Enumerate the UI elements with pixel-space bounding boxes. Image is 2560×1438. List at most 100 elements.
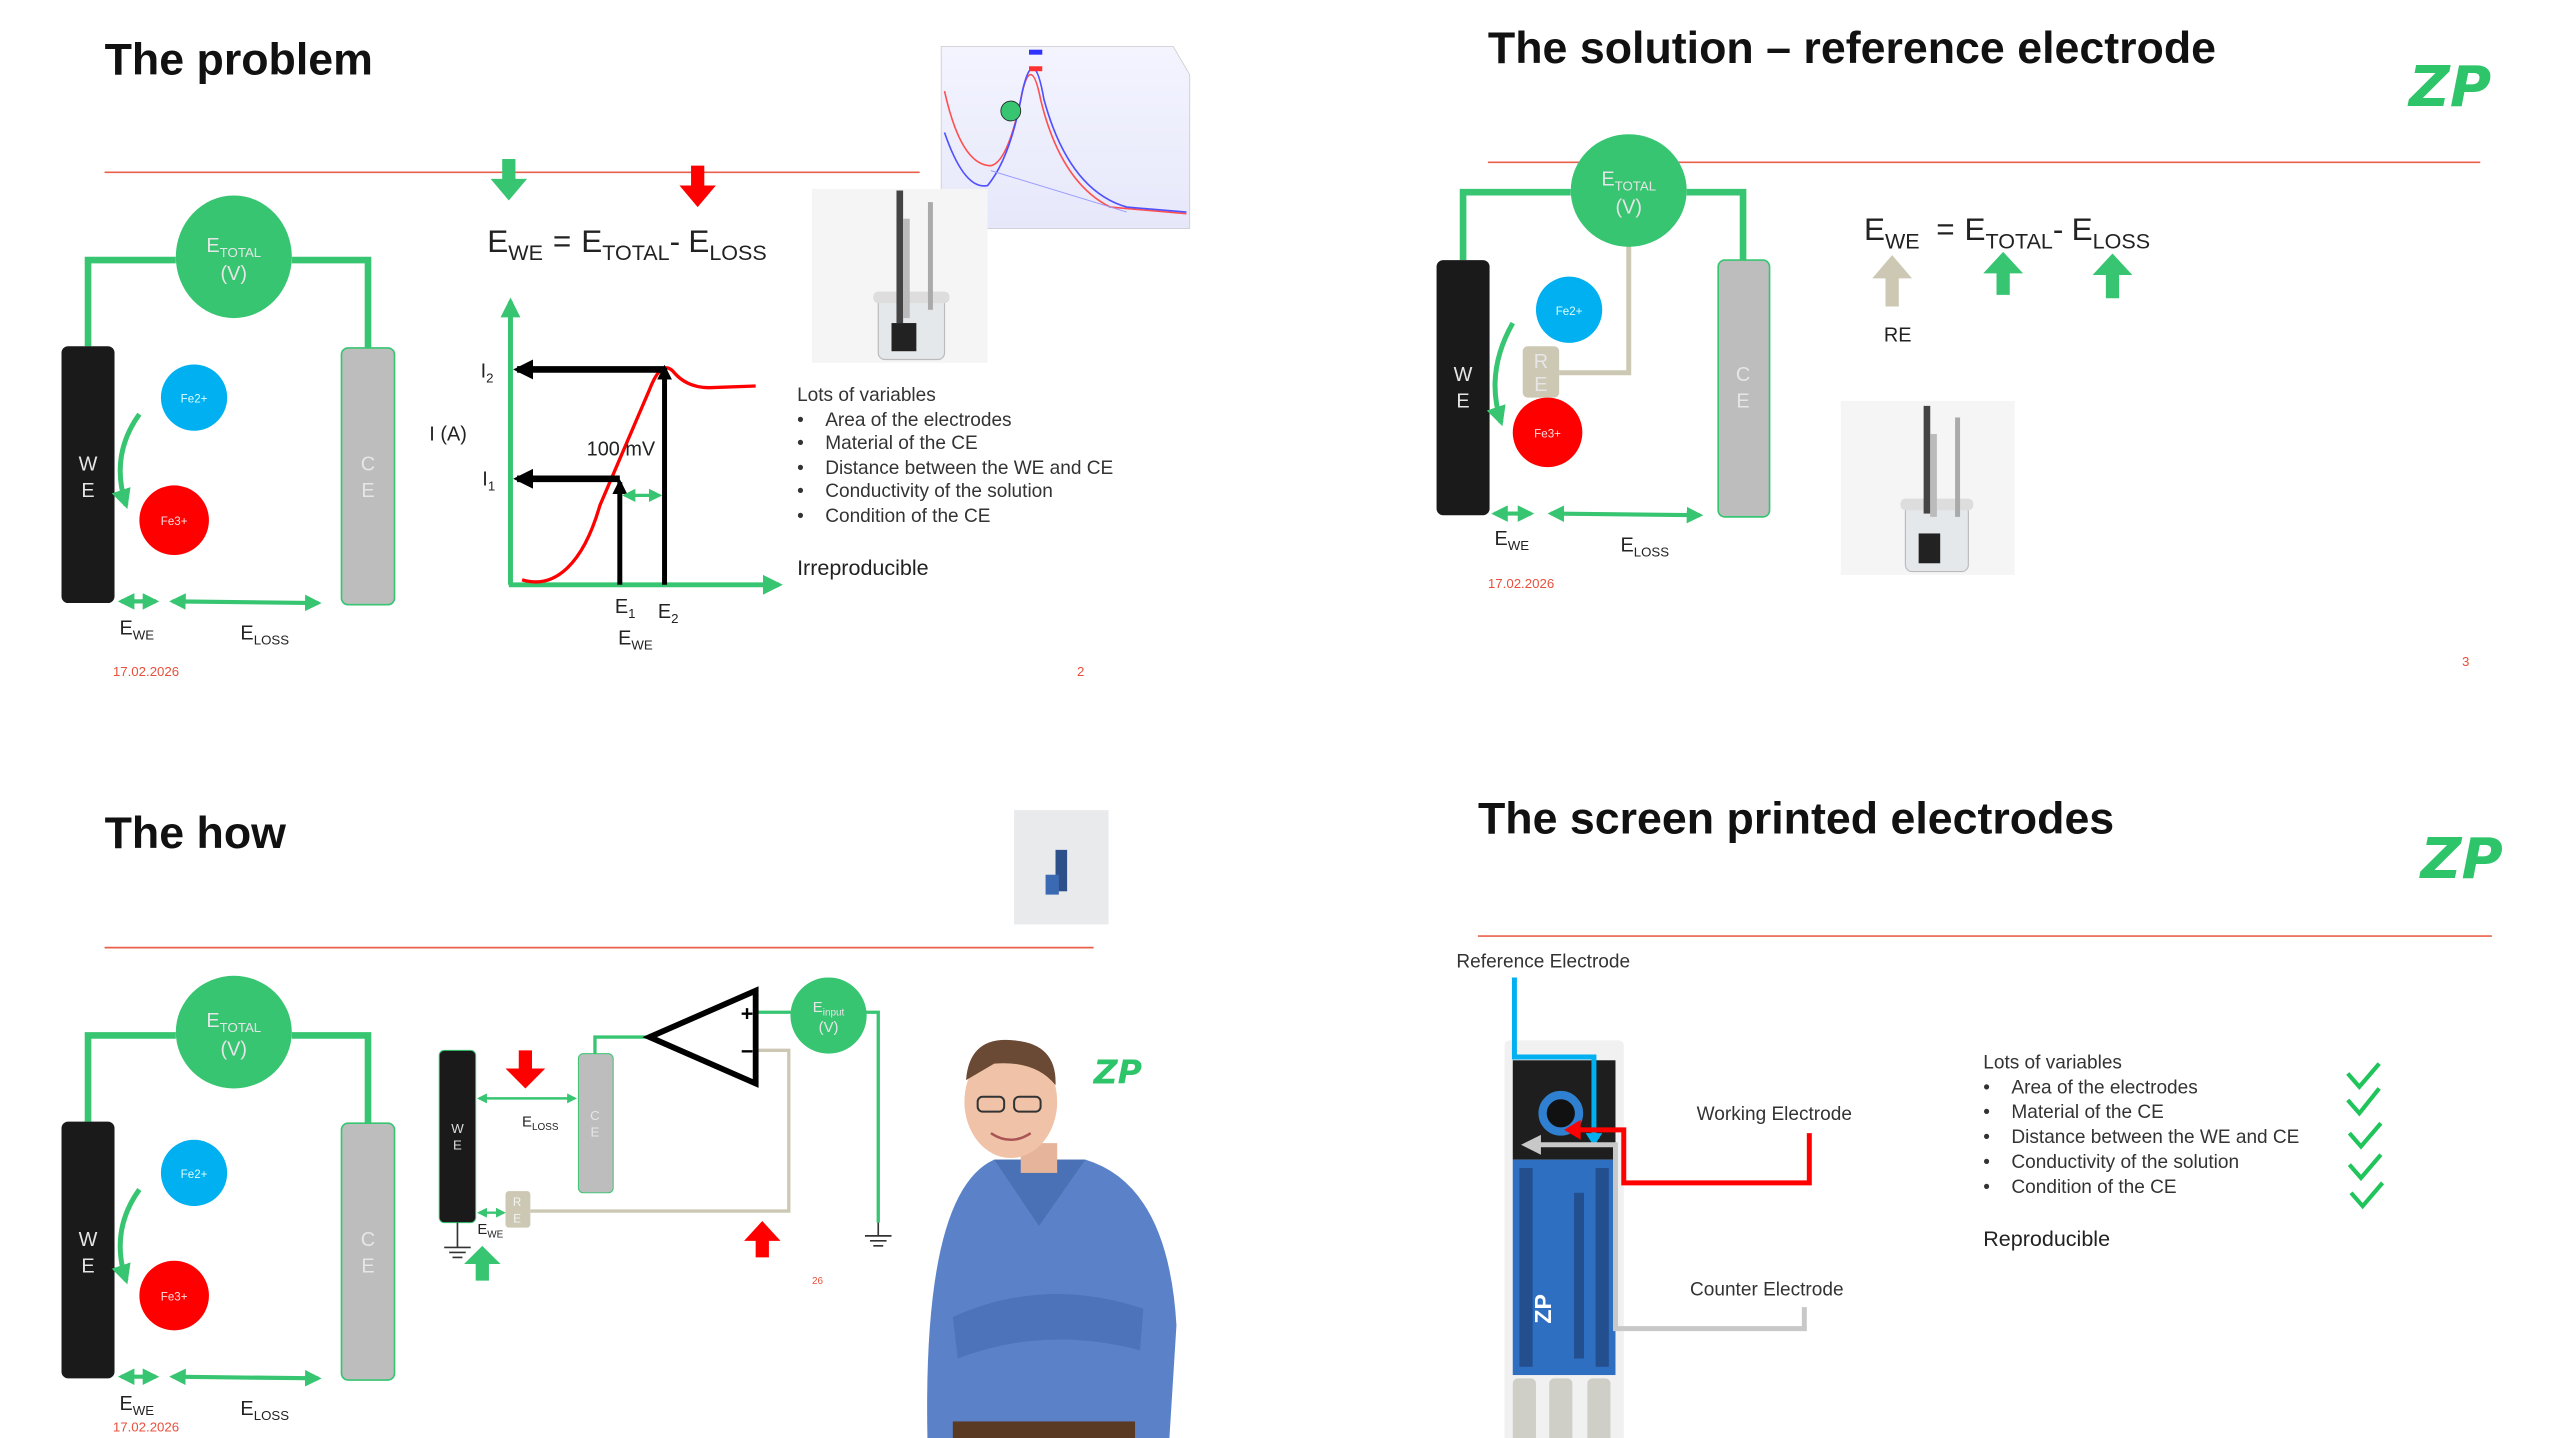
slide-the-how[interactable]: The how ETOTAL (V) W E C E Fe2+ Fe3+	[61, 809, 1177, 1438]
ce-letter: C	[1736, 364, 1750, 386]
y-axis-label: I (A)	[429, 424, 467, 446]
counter-electrode-label: Counter Electrode	[1690, 1280, 1844, 1301]
reference-electrode	[505, 1191, 531, 1228]
volts-label: (V)	[221, 1038, 247, 1060]
conclusion: Irreproducible	[797, 556, 929, 580]
list-item: •Area of the electrodes	[797, 410, 1012, 431]
check-icon	[2346, 1087, 2381, 1117]
op-amp	[642, 986, 759, 1088]
arrowhead-icon	[1585, 1133, 1603, 1147]
we-letter: E	[81, 1255, 94, 1277]
presenter-photo	[927, 1039, 1177, 1438]
plus-sign: +	[741, 1002, 754, 1026]
counter-electrode	[1717, 259, 1771, 518]
list-item: •Conductivity of the solution	[1983, 1152, 2239, 1173]
we-letter: W	[79, 453, 98, 475]
slide-the-problem[interactable]: The problem ETOTAL (V) W E C E Fe2+ Fe3+…	[61, 36, 1191, 679]
counter-electrode	[577, 1053, 614, 1194]
working-electrode-label: Working Electrode	[1697, 1104, 1852, 1125]
ground-icon	[444, 1222, 471, 1259]
zp-logo: ZP	[1093, 1052, 1142, 1091]
ce-letter: E	[361, 480, 374, 502]
counter-electrode	[340, 1122, 396, 1381]
eloss-label: ELOSS	[240, 1398, 289, 1423]
eloss-double-arrow-icon	[169, 593, 322, 612]
slide-title: The solution – reference electrode	[1488, 24, 2216, 73]
up-arrow-icon	[1872, 255, 1913, 307]
list-item: •Distance between the WE and CE	[797, 458, 1113, 479]
fe2-label: Fe2+	[181, 1169, 208, 1181]
fe2-label: Fe2+	[1556, 306, 1583, 318]
working-electrode	[61, 346, 115, 604]
equation: EWE=ETOTAL-ELOSS	[487, 224, 766, 265]
volts-label: (V)	[819, 1020, 839, 1036]
check-icon	[2347, 1153, 2383, 1182]
spe-thumbnail-photo	[1014, 810, 1109, 925]
conclusion: Reproducible	[1983, 1227, 2110, 1251]
up-arrow-icon	[744, 1220, 781, 1258]
etotal-label: ETOTAL	[206, 235, 261, 260]
slide-the-solution[interactable]: The solution – reference electrode ZP ET…	[1436, 24, 2492, 669]
three-electrode-circuit: ETOTAL (V) W E C E Fe2+ R E Fe3+ EWE ELO…	[1436, 134, 1771, 560]
ce-letter: E	[591, 1124, 600, 1139]
electrochemical-cell-photo	[811, 188, 988, 363]
slide-date: 17.02.2026	[1488, 576, 1554, 591]
variables-list: •Area of the electrodes •Material of the…	[797, 410, 1113, 527]
variables-heading: Lots of variables	[797, 385, 936, 406]
page-number: 2	[1077, 664, 1084, 679]
two-electrode-circuit: ETOTAL (V) W E C E Fe2+ Fe3+ EWE ELOSS	[61, 975, 396, 1423]
ewe-label: EWE	[119, 618, 154, 643]
up-arrow-icon	[2092, 253, 2133, 299]
i1-label: I1	[482, 468, 495, 493]
voltage-source	[175, 975, 292, 1089]
reference-electrode	[1522, 346, 1560, 398]
list-item: •Material of the CE	[797, 433, 978, 454]
page-number: 3	[2462, 654, 2469, 669]
slide-date: 17.02.2026	[113, 664, 179, 679]
current-potential-graph: I2 I1 I (A) 100 mV E1 E2 EWE	[429, 297, 783, 652]
fe3-label: Fe3+	[161, 1291, 188, 1303]
eloss-label: ELOSS	[240, 622, 289, 647]
electron-transfer-arrow-icon	[111, 412, 142, 510]
ce-letter: E	[361, 1255, 374, 1277]
einput-label: Einput	[813, 1000, 845, 1018]
eloss-label: ELOSS	[1620, 535, 1669, 560]
re-letter: R	[513, 1197, 521, 1209]
fe2-ion	[160, 364, 228, 431]
reference-pointer	[1511, 977, 1597, 1137]
working-electrode	[438, 1049, 477, 1224]
slide-screen-printed-electrodes[interactable]: The screen printed electrodes ZP Referen…	[1456, 794, 2503, 1438]
input-voltage-source	[790, 977, 867, 1054]
ce-letter: E	[1736, 391, 1749, 413]
zp-logo: ZP	[1530, 1294, 1556, 1324]
potentiostat-circuit: + − Einput (V) W E C E R E ELOSS EWE 26	[438, 977, 892, 1287]
checkmarks	[2346, 1062, 2385, 1210]
down-arrow-icon	[490, 159, 528, 201]
electron-transfer-arrow-icon	[1486, 321, 1515, 427]
fe2-label: Fe2+	[181, 394, 208, 406]
we-letter: W	[79, 1229, 98, 1251]
fe3-ion	[139, 1260, 209, 1331]
re-letter: R	[1534, 351, 1548, 373]
list-item: •Material of the CE	[1983, 1102, 2164, 1123]
arrowhead-icon	[1564, 1119, 1581, 1140]
ewe-label: EWE	[1495, 528, 1530, 553]
eloss-double-arrow-icon	[1547, 505, 1704, 524]
fe3-ion	[1512, 397, 1583, 468]
re-label: RE	[1884, 324, 1912, 346]
voltage-source	[1570, 134, 1687, 247]
working-electrode	[1436, 260, 1490, 516]
reference-electrode-label: Reference Electrode	[1456, 952, 1630, 973]
down-arrow-icon	[679, 165, 716, 208]
counter-electrode	[340, 347, 396, 606]
electron-transfer-arrow-icon	[111, 1188, 142, 1285]
e2-label: E2	[658, 601, 679, 626]
slide-date: 17.02.2026	[113, 1419, 179, 1434]
we-letter: W	[451, 1121, 464, 1136]
fe2-ion	[1535, 276, 1603, 343]
slide-title: The how	[105, 809, 287, 858]
slide-title: The problem	[105, 36, 373, 85]
ewe-label: EWE	[477, 1222, 503, 1240]
check-icon	[2347, 1121, 2383, 1150]
